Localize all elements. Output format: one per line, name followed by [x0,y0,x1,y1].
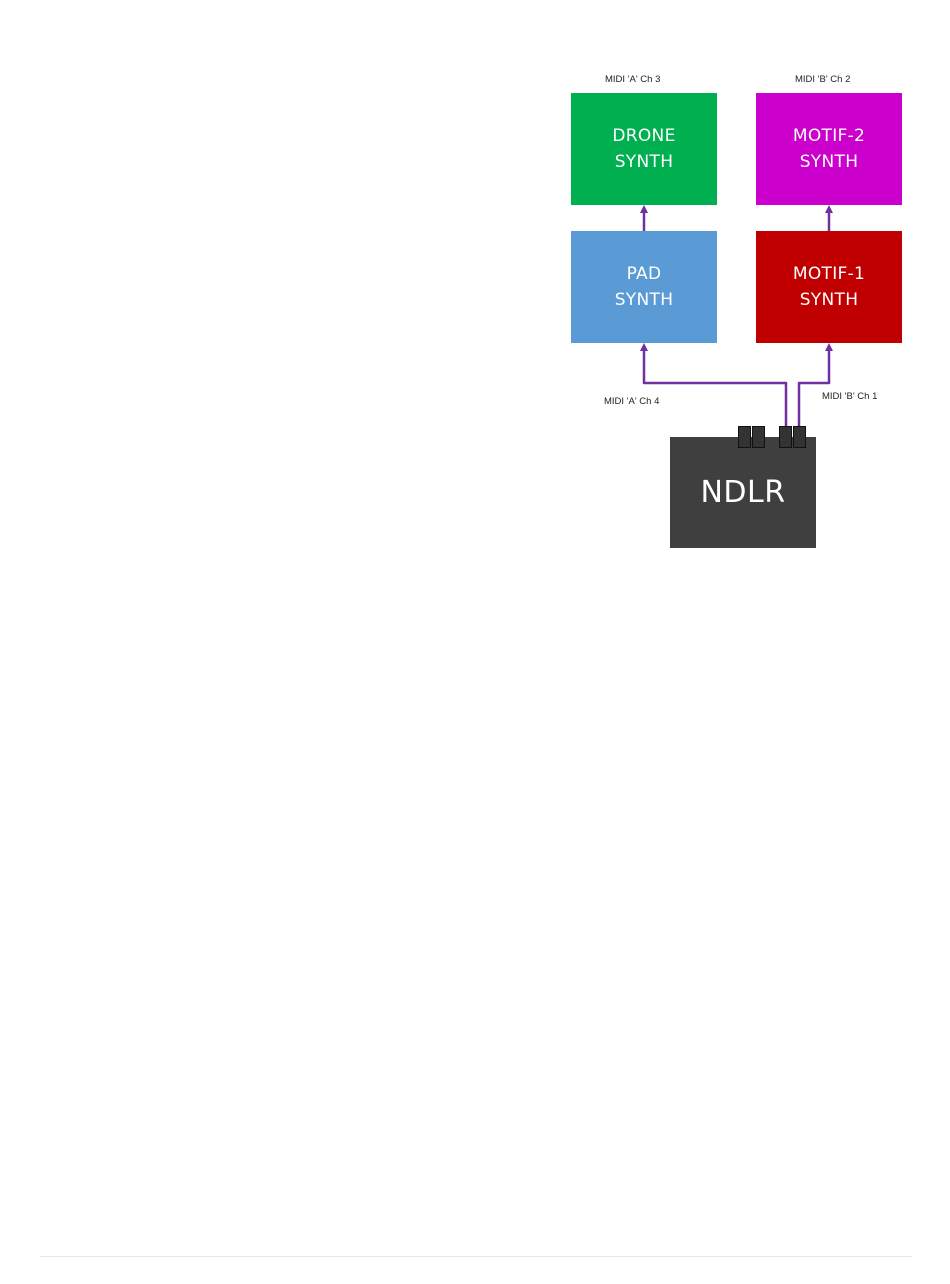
motif2-arrowhead [825,205,833,213]
midi-port-b-icon [793,426,806,448]
ndlr-to-motif1-wire [799,349,829,426]
footer-divider [40,1256,912,1257]
motif1-arrowhead [825,343,833,351]
ndlr-to-pad-wire [644,349,786,426]
midi-port-icon [738,426,751,448]
pad-arrowhead [640,343,648,351]
ndlr-label: NDLR [700,475,785,510]
midi-port-icon [752,426,765,448]
midi-port-a-icon [779,426,792,448]
drone-arrowhead [640,205,648,213]
ndlr-device: NDLR [670,437,816,548]
